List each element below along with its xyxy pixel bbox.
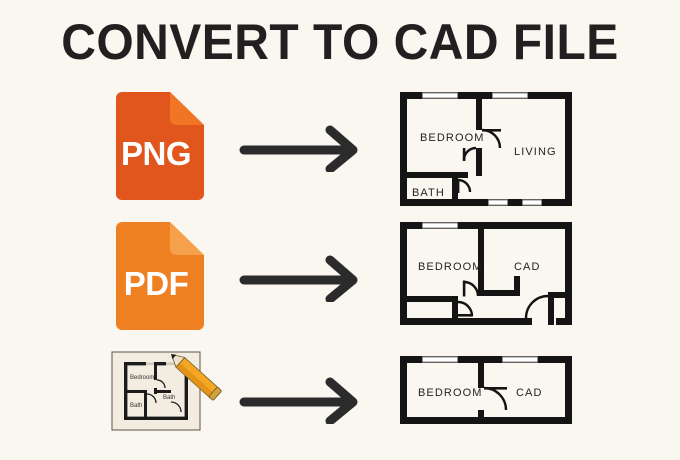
floor-plan-3-drawing: BEDROOM CAD bbox=[396, 352, 576, 432]
pdf-file-label: PDF bbox=[123, 265, 189, 302]
cad-floor-plan-2: BEDROOM CAD bbox=[396, 218, 576, 338]
plan3-room-bedroom: BEDROOM bbox=[418, 387, 483, 399]
plan1-room-bedroom: BEDROOM bbox=[420, 132, 485, 144]
pdf-file-icon[interactable]: PDF bbox=[108, 222, 204, 330]
arrow-right-icon-3 bbox=[238, 376, 368, 426]
floor-plan-2-drawing: BEDROOM CAD bbox=[396, 218, 576, 333]
floor-plan-1-drawing: BEDROOM LIVING BATH bbox=[396, 88, 576, 210]
page-title: CONVERT TO CAD FILE bbox=[61, 14, 619, 70]
sketch-drawing: Bedroom Bath Bath bbox=[111, 351, 222, 431]
arrow-right-glyph bbox=[239, 255, 358, 304]
plan1-room-bath: BATH bbox=[412, 187, 445, 199]
conversion-row-png: PNG bbox=[0, 88, 680, 210]
png-file-label: PNG bbox=[120, 135, 192, 172]
plan2-room-bedroom: BEDROOM bbox=[418, 261, 483, 273]
plan2-room-cad: CAD bbox=[514, 261, 541, 273]
sketch-room-bath-2: Bath bbox=[130, 403, 142, 409]
arrow-right-icon-1 bbox=[238, 124, 368, 174]
cad-floor-plan-1: BEDROOM LIVING BATH bbox=[396, 88, 576, 215]
hand-sketch-with-pencil-icon[interactable]: Bedroom Bath Bath bbox=[108, 344, 228, 444]
plan1-room-living: LIVING bbox=[514, 146, 557, 158]
png-file-shape bbox=[116, 92, 204, 200]
pdf-file-shape bbox=[116, 222, 204, 330]
sketch-room-bedroom: Bedroom bbox=[130, 375, 154, 381]
arrow-right-glyph bbox=[239, 125, 358, 174]
cad-floor-plan-3: BEDROOM CAD bbox=[396, 352, 576, 437]
pencil-icon bbox=[170, 353, 222, 401]
sketch-room-bath-1: Bath bbox=[163, 395, 175, 401]
conversion-row-pdf: PDF bbox=[0, 218, 680, 338]
png-file-icon[interactable]: PNG bbox=[108, 92, 204, 200]
arrow-right-glyph bbox=[239, 377, 358, 426]
conversion-row-sketch: Bedroom Bath Bath bbox=[0, 340, 680, 460]
plan3-room-cad: CAD bbox=[516, 387, 543, 399]
arrow-right-icon-2 bbox=[238, 254, 368, 304]
